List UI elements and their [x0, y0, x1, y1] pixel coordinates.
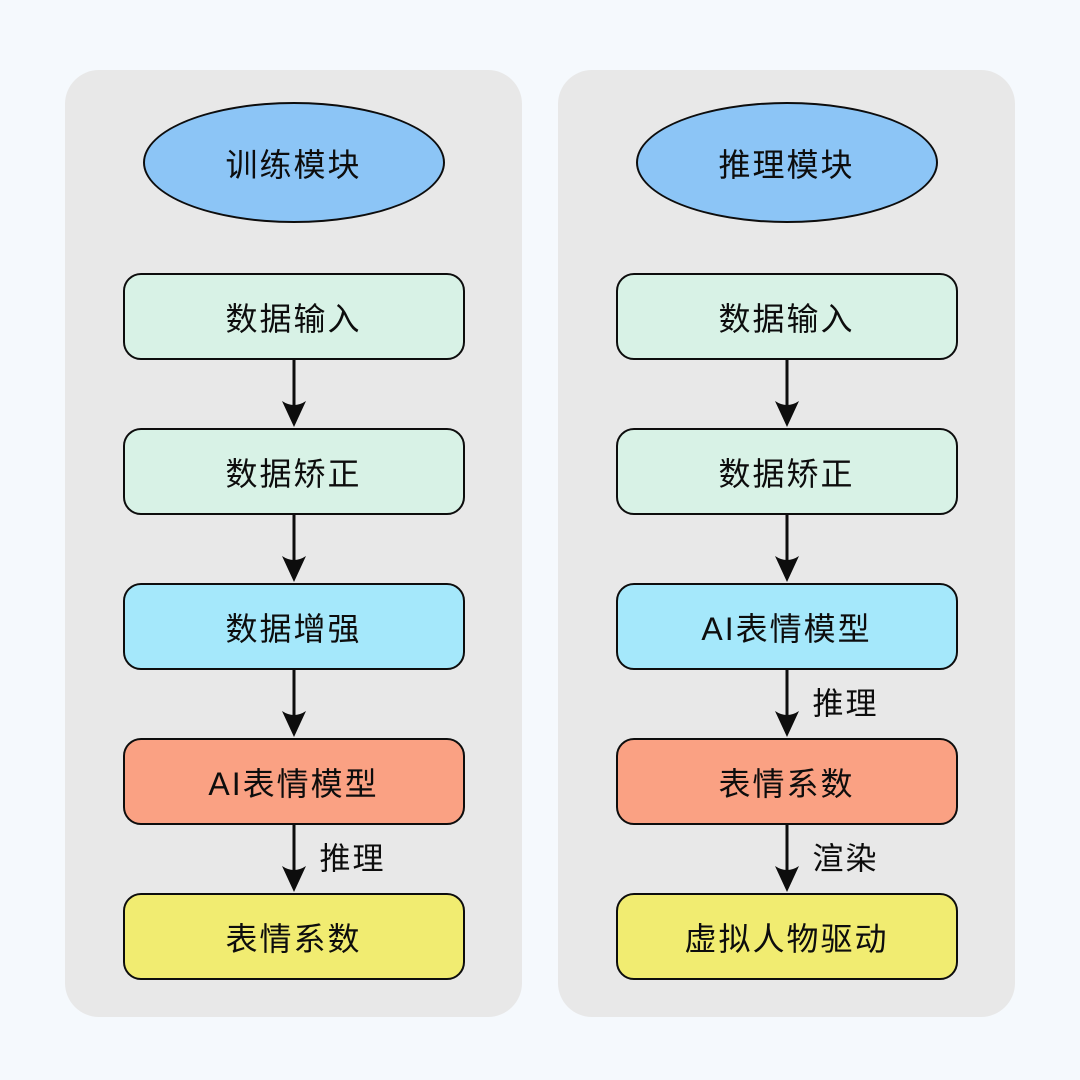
module-title: 推理模块	[718, 146, 855, 183]
flow-arrow	[65, 360, 522, 428]
node-label: 表情系数	[225, 920, 362, 957]
flow-arrow: 推理	[558, 670, 1015, 738]
flow-node: AI表情模型	[122, 738, 465, 825]
node-label: 数据增强	[225, 610, 362, 647]
node-label: 表情系数	[718, 765, 855, 802]
arrow-down-icon	[281, 670, 306, 737]
flow-node: 表情系数	[122, 893, 465, 980]
module-title: 训练模块	[225, 146, 362, 183]
edge-label: 推理	[319, 841, 386, 877]
module-header-ellipse: 训练模块	[142, 102, 445, 223]
flow-arrow: 渲染	[558, 825, 1015, 893]
node-label: AI表情模型	[701, 610, 872, 647]
flow-arrow: 推理	[65, 825, 522, 893]
node-label: 数据输入	[718, 300, 855, 337]
node-label: 数据输入	[225, 300, 362, 337]
arrow-down-icon	[774, 670, 799, 737]
arrow-down-icon	[774, 825, 799, 892]
flow-node: 数据输入	[122, 273, 465, 360]
panel-inference-module: 推理模块 数据输入 数据矫正 AI表情模型	[558, 70, 1015, 1017]
arrow-down-icon	[774, 515, 799, 582]
flow-arrow	[558, 515, 1015, 583]
flow-node: AI表情模型	[615, 583, 958, 670]
flow-arrow	[558, 360, 1015, 428]
flow-node: 数据增强	[122, 583, 465, 670]
edge-label: 渲染	[812, 841, 879, 877]
arrow-down-icon	[774, 360, 799, 427]
node-label: 数据矫正	[225, 455, 362, 492]
arrow-down-icon	[281, 825, 306, 892]
arrow-down-icon	[281, 360, 306, 427]
module-header-ellipse: 推理模块	[635, 102, 938, 223]
flow-node: 表情系数	[615, 738, 958, 825]
flow-node: 数据矫正	[615, 428, 958, 515]
arrow-down-icon	[281, 515, 306, 582]
panel-training-module: 训练模块 数据输入 数据矫正 数据增强	[65, 70, 522, 1017]
flow-arrow	[65, 670, 522, 738]
flow-node: 虚拟人物驱动	[615, 893, 958, 980]
edge-label: 推理	[812, 686, 879, 722]
flow-node: 数据输入	[615, 273, 958, 360]
flow-arrow	[65, 515, 522, 583]
node-label: AI表情模型	[208, 765, 379, 802]
flow-node: 数据矫正	[122, 428, 465, 515]
node-label: 数据矫正	[718, 455, 855, 492]
node-label: 虚拟人物驱动	[684, 920, 889, 957]
